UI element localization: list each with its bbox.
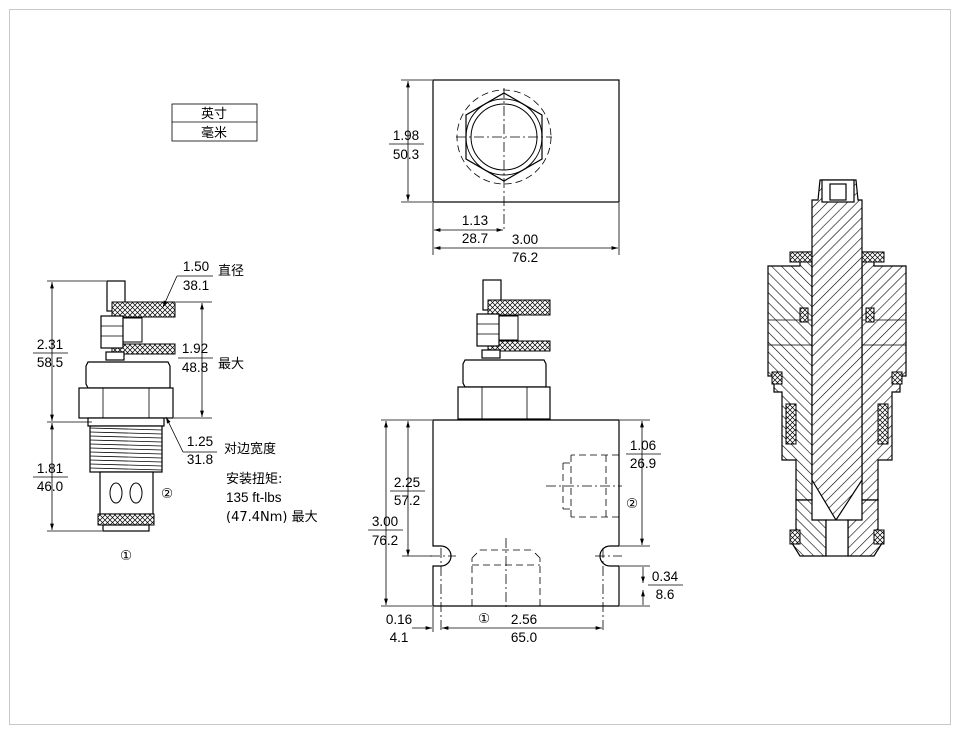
dim-knob-diameter-inch: 1.50: [183, 259, 209, 274]
block-front-outline: [432, 419, 620, 607]
dim-top-height-mm: 50.3: [393, 147, 419, 162]
block-front-view: 2.25 57.2 3.00 76.2 1.06 26.9 ② 0.34 8.6…: [368, 279, 683, 645]
dim-hex-flats-inch: 1.25: [187, 434, 213, 449]
dim-mount-spacing-mm: 65.0: [511, 630, 537, 645]
dim-mount-edge-inch: 0.16: [386, 612, 412, 627]
body-neck: [85, 361, 171, 389]
note-across-flats: 对边宽度: [224, 441, 276, 457]
dim-top-width-inch: 3.00: [512, 232, 538, 247]
dim-center-offset-inch: 1.13: [462, 213, 488, 228]
dim-adjust-max-inch: 1.92: [182, 341, 208, 356]
unit-legend: 英寸 毫米: [171, 103, 258, 142]
hex-nut: [78, 387, 174, 419]
port1-label: ①: [120, 548, 132, 563]
dim-mount-spacing-inch: 2.56: [511, 612, 537, 627]
block-top-view: 1.98 50.3 1.13 28.7 3.00 76.2: [389, 79, 620, 265]
thread-line: [89, 443, 163, 447]
thread-line: [89, 463, 163, 467]
drawing-frame: [9, 9, 951, 725]
dim-top-width-mm: 76.2: [512, 250, 538, 265]
front-port1-label: ①: [478, 611, 490, 626]
thread-line: [89, 439, 163, 443]
dim-block-height-inch: 3.00: [372, 514, 398, 529]
thread-line: [89, 447, 163, 451]
thread-line: [89, 451, 163, 455]
dim-adjust-max-mm: 48.8: [182, 360, 208, 375]
dim-block-height-mm: 76.2: [372, 533, 398, 548]
legend-mm: 毫米: [201, 125, 227, 141]
dim-port2-offset-inch: 1.06: [630, 438, 656, 453]
lock-nut: [100, 315, 124, 349]
cartridge-side-view: 2.31 58.5 1.81 46.0 1.50 38.1 直径 1.92 48…: [33, 259, 318, 563]
dim-overall-height-inch: 2.31: [37, 337, 63, 352]
torque-title: 安装扭矩:: [226, 472, 282, 487]
knob-lower: [111, 343, 176, 355]
front-port2-label: ②: [626, 496, 638, 511]
dim-center-offset-mm: 28.7: [462, 231, 488, 246]
torque-line1: 135 ft-lbs: [226, 490, 282, 505]
dim-cavity-depth-inch: 2.25: [394, 475, 420, 490]
knob-upper: [111, 301, 176, 318]
dim-cavity-depth-mm: 57.2: [394, 493, 420, 508]
cartridge-section-view: [767, 179, 907, 557]
legend-inch: 英寸: [201, 107, 227, 122]
dim-overall-height-mm: 58.5: [37, 355, 63, 370]
note-max: 最大: [218, 357, 244, 372]
dim-lower-height-inch: 1.81: [37, 461, 63, 476]
thread-line: [89, 427, 163, 431]
dim-lower-height-mm: 46.0: [37, 479, 63, 494]
dim-knob-diameter-mm: 38.1: [183, 278, 209, 293]
thread-line: [89, 435, 163, 439]
thread-line: [89, 455, 163, 459]
thread-line: [89, 431, 163, 435]
dim-hex-flats-mm: 31.8: [187, 452, 213, 467]
cartridge-lower: [99, 471, 154, 515]
dim-mount-offset-inch: 0.34: [652, 569, 679, 584]
torque-line2: (47.4Nm) 最大: [226, 510, 318, 525]
dim-mount-edge-mm: 4.1: [390, 630, 409, 645]
dim-top-height-inch: 1.98: [393, 128, 419, 143]
o-ring: [97, 513, 155, 526]
thread-line: [89, 459, 163, 463]
dim-mount-offset-mm: 8.6: [656, 587, 675, 602]
thread-line: [89, 467, 163, 471]
port2-label: ②: [161, 486, 173, 501]
dim-port2-offset-mm: 26.9: [630, 456, 656, 471]
note-diameter: 直径: [218, 264, 244, 279]
